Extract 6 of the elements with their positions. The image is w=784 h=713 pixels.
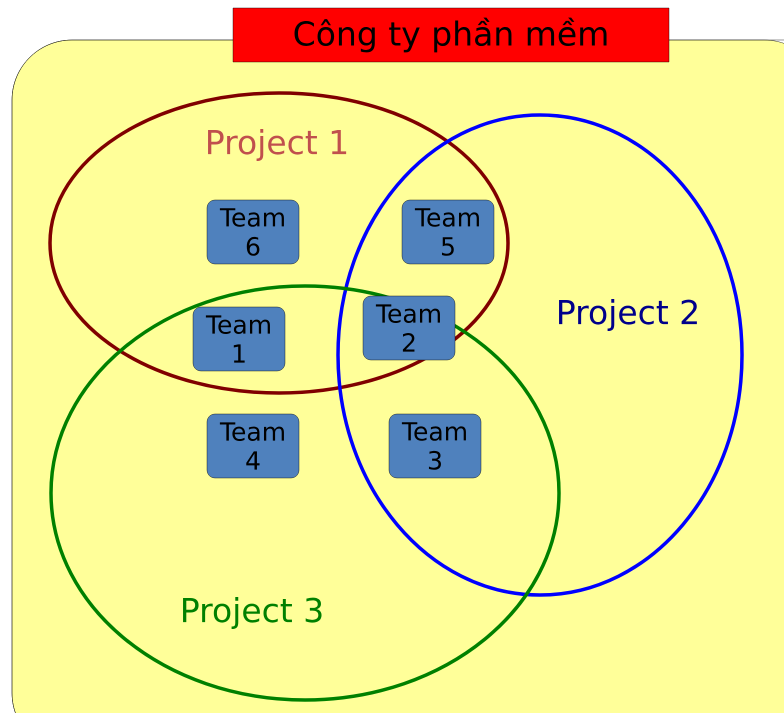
team-box: Team 1 — [192, 306, 286, 372]
team-box: Team 3 — [388, 414, 482, 478]
team-box: Team 2 — [362, 296, 456, 360]
team-box: Team 4 — [206, 414, 300, 478]
team-box: Team 6 — [206, 200, 300, 264]
team-box: Team 5 — [402, 200, 494, 264]
